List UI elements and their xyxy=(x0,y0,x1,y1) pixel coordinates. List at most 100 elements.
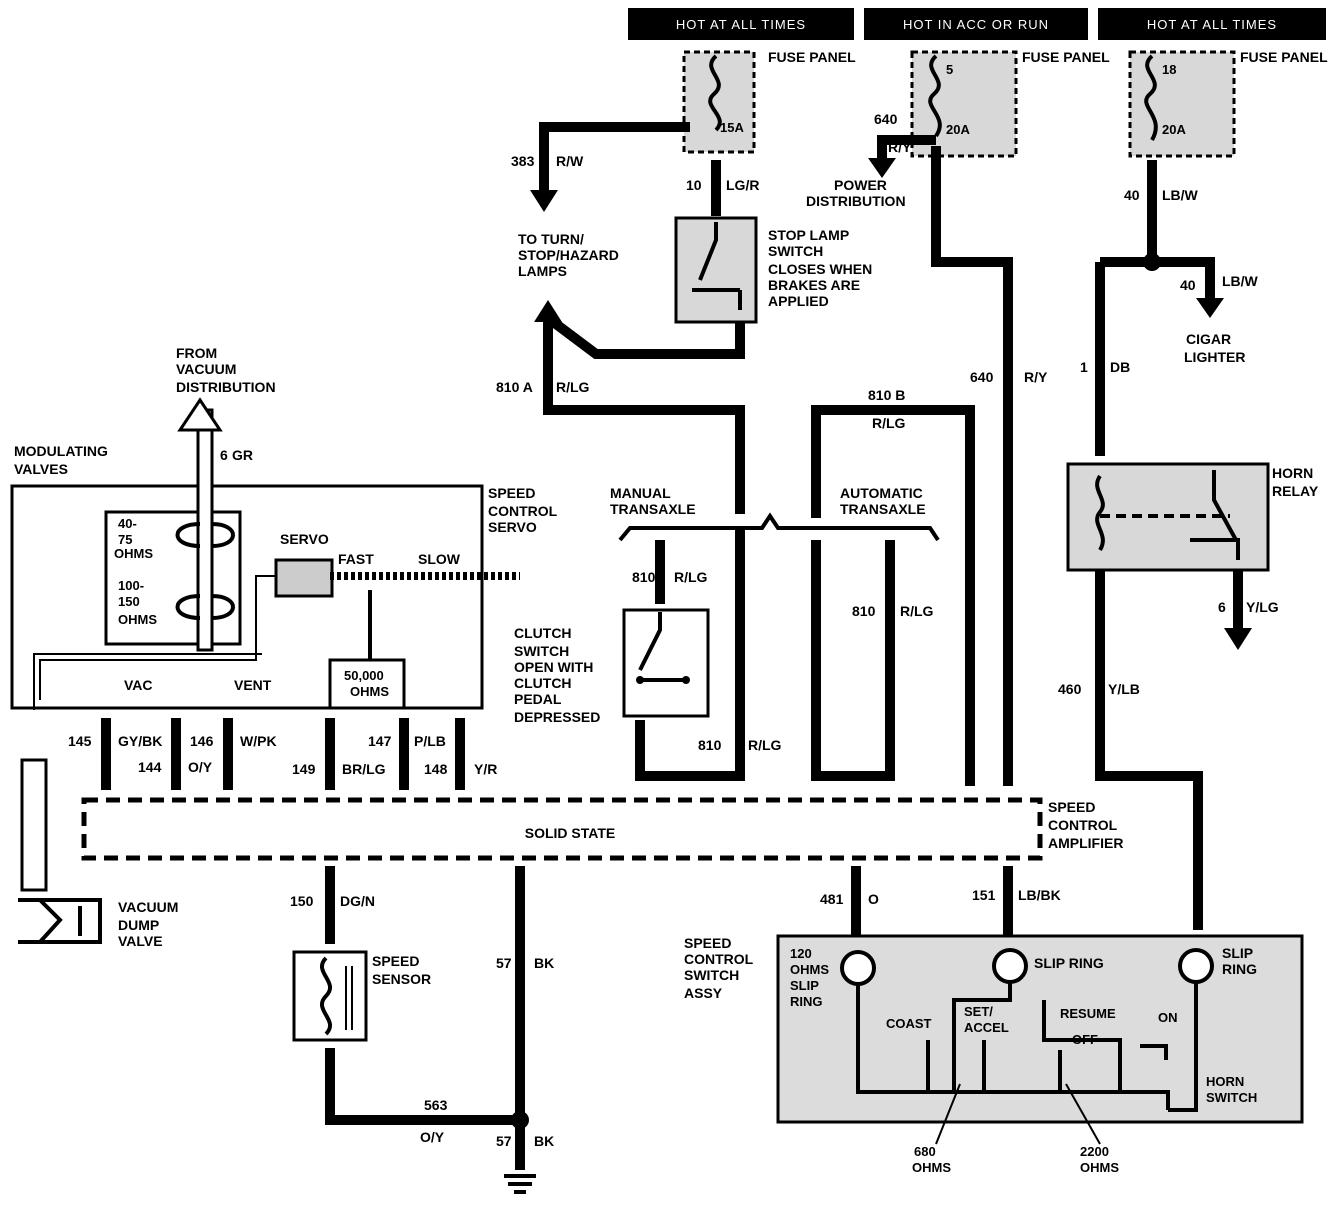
text-label: 150 xyxy=(118,594,140,609)
text-label: MODULATING xyxy=(14,443,108,459)
speed-control-switch-assy xyxy=(776,934,1304,1124)
text-label: SPEED xyxy=(488,485,535,501)
text-label: SPEED xyxy=(372,953,419,969)
text-label: 680 xyxy=(914,1144,936,1159)
fuse-panel-1: FUSE PANEL 15A xyxy=(682,49,856,154)
text-label: SERVO xyxy=(488,519,537,535)
wire-color: LB/W xyxy=(1162,187,1199,203)
text-label: LAMPS xyxy=(518,263,567,279)
text-label: CONTROL xyxy=(684,951,754,967)
text-label: SET/ xyxy=(964,1004,993,1019)
arrow-up-icon xyxy=(177,397,223,432)
text-label: HORN xyxy=(1206,1074,1244,1089)
wire-color: R/LG xyxy=(748,737,782,753)
text-label: VAC xyxy=(124,677,153,693)
wire-num: 146 xyxy=(190,733,214,749)
wire-num: 147 xyxy=(368,733,392,749)
header-label: HOT IN ACC OR RUN xyxy=(903,17,1049,32)
text-label: CIGAR xyxy=(1186,331,1231,347)
wire-num: 640 xyxy=(970,369,994,385)
wire-color: R/LG xyxy=(900,603,934,619)
fuse-panel-3: 18 FUSE PANEL 20A xyxy=(1128,49,1328,158)
wire-num: 149 xyxy=(292,761,316,777)
text-label: SENSOR xyxy=(372,971,431,987)
wire-num: 57 xyxy=(496,955,512,971)
wire-num: 640 xyxy=(874,111,898,127)
text-label: OHMS xyxy=(118,612,157,627)
text-label: RING xyxy=(790,994,823,1009)
wire-color: Y/R xyxy=(474,761,497,777)
text-label: SLIP xyxy=(790,978,819,993)
text-label: OHMS xyxy=(790,962,829,977)
fuse-panel-2: 5 FUSE PANEL 20A xyxy=(910,49,1110,158)
text-label: POWER xyxy=(834,177,887,193)
wire-num: 144 xyxy=(138,759,162,775)
wire-color: R/LG xyxy=(872,415,906,431)
text-label: VACUUM xyxy=(118,899,178,915)
fuse-panel-label: FUSE PANEL xyxy=(1240,49,1328,65)
text-label: TRANSAXLE xyxy=(610,501,696,517)
text-label: AUTOMATIC xyxy=(840,485,923,501)
text-label: ASSY xyxy=(684,985,723,1001)
wire-num: 810 A xyxy=(496,379,533,395)
text-label: TRANSAXLE xyxy=(840,501,926,517)
text-label: SPEED xyxy=(684,935,731,951)
text-label: CLOSES WHEN xyxy=(768,261,872,277)
wire-num: 40 xyxy=(1180,277,1196,293)
wire-color: DB xyxy=(1110,359,1130,375)
wire-num: 460 xyxy=(1058,681,1082,697)
text-label: DISTRIBUTION xyxy=(176,379,276,395)
wire-color: R/LG xyxy=(674,569,708,585)
wire-color: R/Y xyxy=(888,139,912,155)
text-label: AMPLIFIER xyxy=(1048,835,1123,851)
text-label: BRAKES ARE xyxy=(768,277,860,293)
text-label: DISTRIBUTION xyxy=(806,193,906,209)
text-label: CONTROL xyxy=(1048,817,1118,833)
text-label: SWITCH xyxy=(1206,1090,1257,1105)
text-label: 40- xyxy=(118,516,137,531)
text-label: CLUTCH xyxy=(514,625,572,641)
fuse-rating: 20A xyxy=(946,122,970,137)
text-label: VACUUM xyxy=(176,361,236,377)
text-label: FROM xyxy=(176,345,217,361)
wire-color: O xyxy=(868,891,879,907)
speed-control-servo xyxy=(10,408,520,710)
wire-num: 383 xyxy=(511,153,535,169)
speed-sensor xyxy=(292,950,368,1042)
wire-color: LG/R xyxy=(726,177,759,193)
header-hot-in-acc-or-run: HOT IN ACC OR RUN xyxy=(864,8,1088,40)
text-label: MANUAL xyxy=(610,485,671,501)
fuse-number: 18 xyxy=(1162,62,1176,77)
wire-color: BR/LG xyxy=(342,761,386,777)
text-label: OHMS xyxy=(1080,1160,1119,1175)
wire-color: Y/LB xyxy=(1108,681,1140,697)
text-label: OHMS xyxy=(912,1160,951,1175)
wire-num: 810 xyxy=(632,569,656,585)
wire-color: R/Y xyxy=(1024,369,1048,385)
wire-num: 563 xyxy=(424,1097,448,1113)
ground-icon xyxy=(504,1174,536,1194)
text-label: RELAY xyxy=(1272,483,1319,499)
header-label: HOT AT ALL TIMES xyxy=(676,17,806,32)
arrow-down-icon xyxy=(530,190,558,212)
text-label: COAST xyxy=(886,1016,932,1031)
wire-color: GR xyxy=(232,447,253,463)
text-label: 2200 xyxy=(1080,1144,1109,1159)
text-label: SWITCH xyxy=(514,643,569,659)
speed-control-amplifier: SOLID STATE xyxy=(81,797,1043,861)
vacuum-dump-valve xyxy=(18,758,102,944)
text-label: ACCEL xyxy=(964,1020,1009,1035)
text-label: OHMS xyxy=(350,684,389,699)
wire-color: LB/BK xyxy=(1018,887,1061,903)
clutch-switch xyxy=(622,608,710,718)
wire-num: 150 xyxy=(290,893,314,909)
text-label: VENT xyxy=(234,677,272,693)
text-label: DUMP xyxy=(118,917,159,933)
fuse-panel-label: FUSE PANEL xyxy=(768,49,856,65)
text-label: SLOW xyxy=(418,551,461,567)
wire-color: LB/W xyxy=(1222,273,1259,289)
wire-num: 10 xyxy=(686,177,702,193)
wire-num: 40 xyxy=(1124,187,1140,203)
wire-num: 151 xyxy=(972,887,996,903)
text-label: 120 xyxy=(790,946,812,961)
